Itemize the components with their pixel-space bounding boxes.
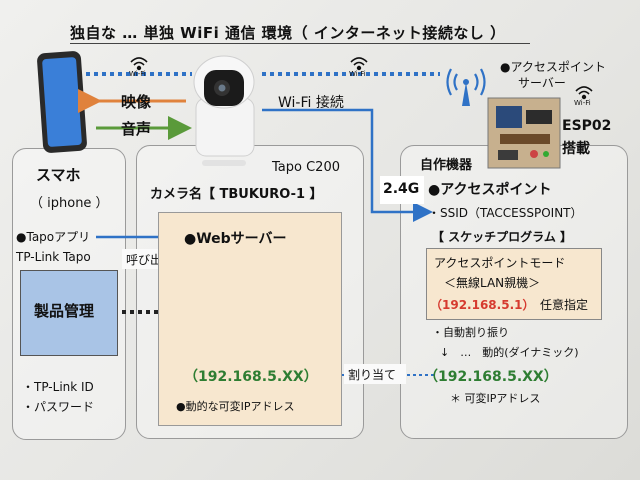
ap-mode-ip: （192.168.5.1） (430, 298, 535, 312)
web-server-label: ●Webサーバー (184, 231, 287, 247)
camera-ip-note: ●動的な可変IPアドレス (176, 400, 295, 413)
access-point-server-label-2: サーバー (518, 76, 566, 90)
band-label: 2.4G (383, 181, 420, 197)
access-point-server-label-1: ●アクセスポイント (500, 60, 606, 74)
ap-mode-ip-note: 任意指定 (540, 298, 589, 312)
wifi-icon-label: Wi-Fi (574, 99, 591, 107)
phone-panel-title: スマホ (36, 166, 81, 184)
tapo-app-name: TP-Link Tapo (16, 250, 91, 264)
camera-icon (193, 55, 255, 166)
tapo-app-label: ●Tapoアプリ (16, 230, 91, 244)
password-label: ・パスワード (22, 400, 95, 414)
ap-mode-line2: ＜無線LAN親機＞ (444, 276, 541, 290)
title-underline (70, 43, 530, 44)
wifi-icon (350, 57, 368, 71)
access-point-antenna-icon (446, 68, 486, 106)
product-management-box (20, 270, 118, 356)
wifi-icon (575, 86, 593, 100)
sketch-program-label: 【 スケッチプログラム 】 (432, 230, 572, 244)
device-panel-title: 自作機器 (420, 158, 473, 173)
audio-label: 音声 (121, 120, 152, 138)
wifi-icon-label: Wi-Fi (129, 70, 146, 78)
device-ip-note: ＊ 可変IPアドレス (450, 392, 541, 405)
wifi-icon-label: Wi-Fi (349, 70, 366, 78)
phone-panel-subtitle: （ iphone ） (30, 196, 109, 211)
wifi-icon (130, 57, 148, 71)
access-point-title: ●アクセスポイント (428, 182, 552, 198)
wifi-connect-arrow (262, 108, 433, 222)
device-ip: （192.168.5.XX） (424, 369, 558, 385)
video-label: 映像 (121, 93, 152, 111)
assign-label-box (344, 364, 406, 384)
camera-ip: （192.168.5.XX） (184, 369, 318, 385)
ap-mode-box (426, 248, 602, 320)
camera-model-label: Tapo C200 (272, 160, 340, 175)
esp02-label-1: ESP02 (562, 118, 612, 134)
diagram-title: 独自な … 単独 WiFi 通信 環境（ インターネット接続なし ） (70, 24, 506, 42)
tplink-id-label: ・TP-Link ID (22, 380, 94, 394)
web-server-box (158, 212, 342, 426)
band-badge (380, 176, 424, 204)
esp02-label-2: 搭載 (562, 141, 590, 157)
smartphone-icon (37, 51, 87, 153)
esp02-board-photo (487, 97, 561, 169)
ssid-label: ・SSID（TACCESSPOINT） (428, 206, 583, 220)
product-management-label: 製品管理 (34, 302, 95, 320)
camera-name: カメラ名【 TBUKURO-1 】 (150, 187, 323, 202)
wifi-connect-label: Wi-Fi 接続 (278, 95, 344, 111)
dynamic-label: ↓ … 動的(ダイナミック) (440, 346, 579, 359)
assign-label: 割り当て (348, 368, 397, 382)
auto-assign-label: ・自動割り振り (432, 326, 509, 339)
ap-mode-line1: アクセスポイントモード (434, 256, 566, 270)
